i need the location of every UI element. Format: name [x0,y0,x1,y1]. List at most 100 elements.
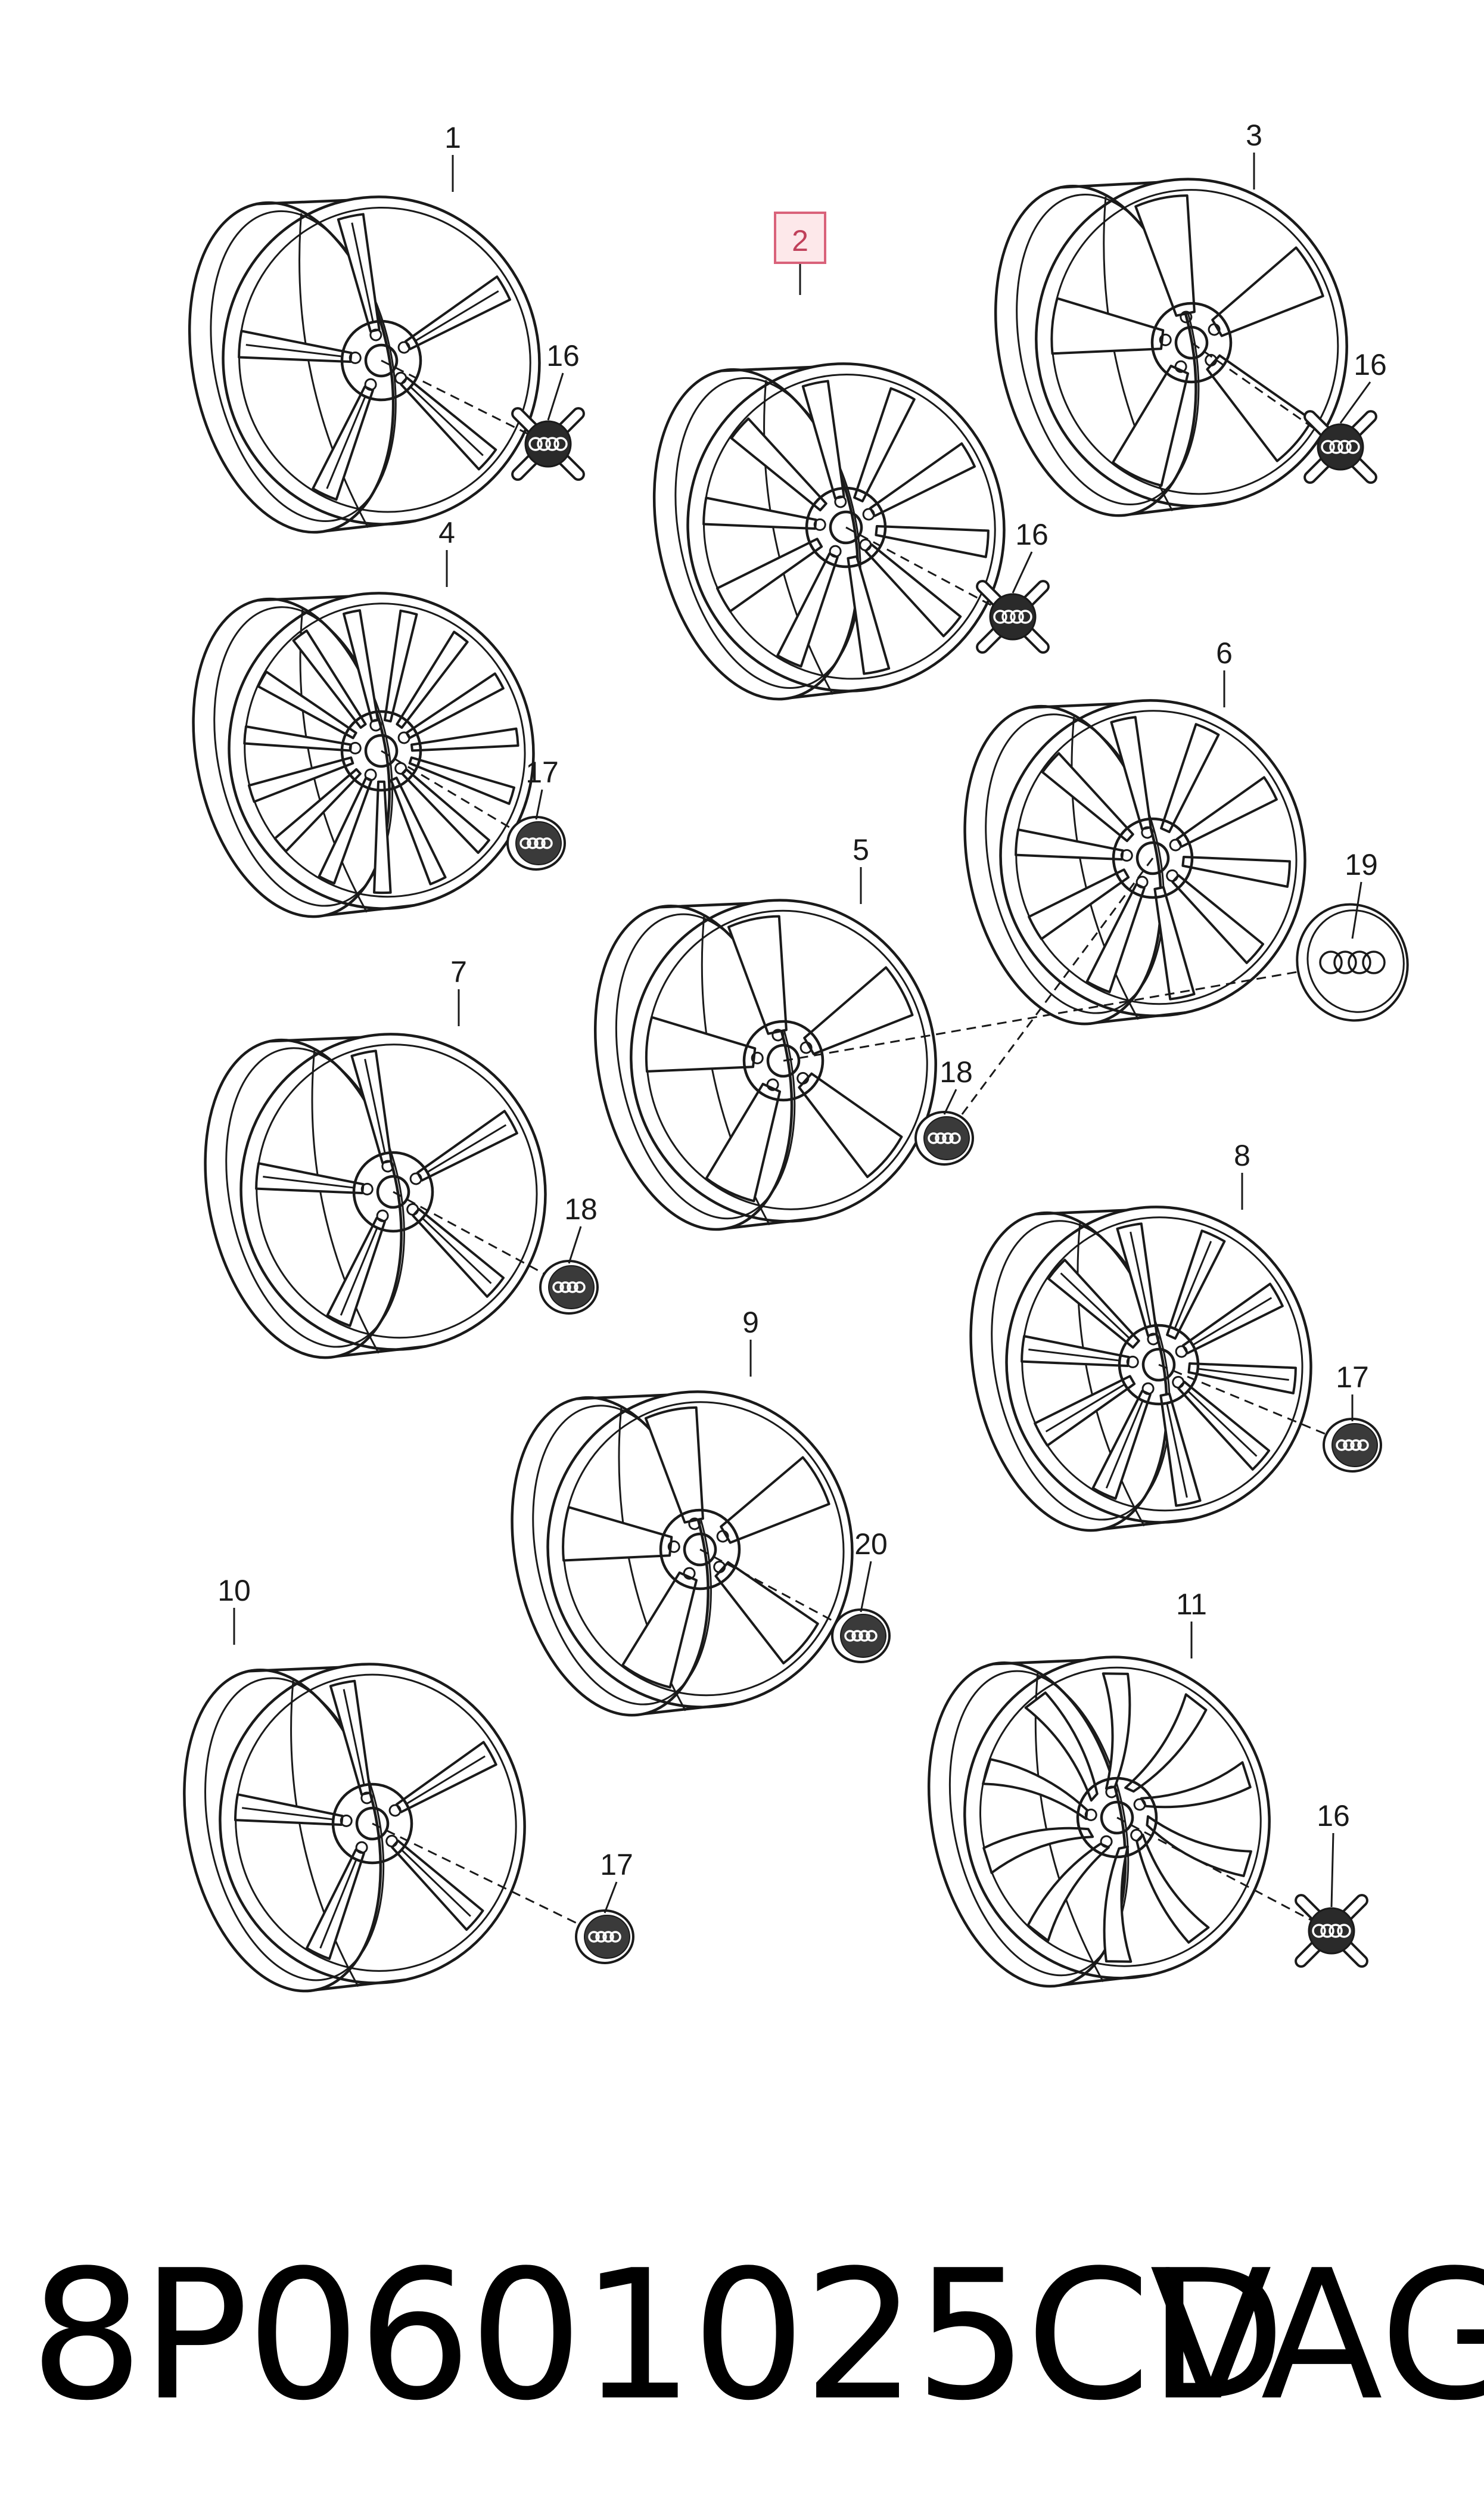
rim-face-inner [646,909,928,1210]
highlight-box [774,212,826,264]
wheel-spoke [730,417,827,512]
rim-face-outer [239,1033,547,1351]
wheel-hub [805,486,887,569]
rim-face-outer [999,699,1306,1017]
bolt-hole [829,545,842,558]
logo-ring [1337,1924,1351,1938]
logo-ring [1343,1439,1355,1451]
callout-number: 18 [939,1055,973,1089]
wheel-hub [742,1020,825,1102]
bolt-hole [394,371,407,384]
center-bore [829,510,863,545]
callout-label: 6 [1216,636,1233,707]
center-cap [1116,1816,1368,1968]
logo-ring [552,1281,564,1293]
center-bore [766,1043,801,1078]
logo-ring [559,1281,571,1293]
wheel-rim [994,178,1348,517]
wheel-spoke [1124,1693,1208,1793]
bolt-hole [1130,1828,1143,1841]
spoke-groove [364,1058,386,1153]
center-cap [381,359,585,481]
wheel-hub [352,1151,434,1233]
wheel-spoke [255,1162,365,1195]
cap-face [548,1265,595,1309]
callout-number: 17 [1336,1361,1369,1394]
spoke-groove [422,1218,492,1284]
callout-number: 6 [1216,636,1233,670]
callout-label: 20 [854,1527,888,1613]
rim-barrel-groove [299,609,368,913]
cap-body [989,593,1037,641]
callout-label: 16 [1012,518,1049,594]
center-bore [1174,325,1209,360]
center-cap [699,1548,891,1663]
center-bore [376,1175,410,1209]
wheel-spoke [853,387,916,503]
wheel-spoke [1134,194,1196,317]
spoke-groove [1174,1241,1212,1328]
bolt-hole [766,1078,779,1091]
leader-line [568,1226,582,1264]
callout-number: 1 [444,121,461,154]
callout-number: 20 [854,1527,888,1561]
logo-ring [1018,610,1032,624]
spoke-groove [319,1860,357,1949]
wheel-hub [1076,1776,1158,1859]
callout-number: 8 [1234,1139,1250,1172]
logo-ring [574,1281,586,1293]
wheel-rim [963,699,1306,1026]
logo-ring [1001,610,1016,624]
center-cap [372,1822,634,1964]
bolt-hole [1141,1382,1155,1395]
wheel-spoke [644,1406,704,1524]
rim-face-outer [630,899,937,1223]
wheel-spoke [1026,1842,1110,1942]
logo-ring [935,1132,947,1144]
wheel-spoke [645,1015,757,1073]
logo-ring [1350,1439,1362,1451]
rim-face-outer [1035,178,1348,508]
wheel-spoke [1135,1833,1210,1944]
logo-ring [545,437,559,451]
wheel-rim [192,592,535,918]
cap-body [1308,1907,1355,1955]
callout-number: 7 [450,955,467,989]
spoke-groove [340,1228,378,1316]
callout-label: 16 [1317,1799,1350,1908]
center-bore [683,1532,717,1567]
callout-label: 18 [564,1192,598,1264]
rim-face-outer [1005,1206,1312,1524]
wheel-spoke [343,609,379,723]
bolt-hole [1166,869,1179,882]
assembly-axis-line [372,1822,605,1938]
wheel-spoke [1181,855,1291,888]
callout-label: 8 [1234,1139,1250,1210]
leader-line [603,1881,618,1914]
bolt-hole [1208,323,1221,336]
bolt-hole [376,1209,389,1222]
rim-face-outer [219,1663,526,1984]
bolt-hole [667,1540,680,1553]
spoke-groove [343,1689,365,1785]
wheel-spoke [238,330,353,364]
wheel-spoke [847,555,891,675]
bolt-hole [771,1029,785,1042]
logo-ring [528,437,543,451]
wheel-spoke [390,776,447,886]
center-cap [393,1191,599,1315]
logo-ring [1346,440,1360,454]
wheel-spoke [1112,364,1190,487]
callout-label: 9 [742,1306,759,1377]
logo-ring [844,1630,856,1642]
wheel-spoke [705,1082,782,1203]
rim-back-lip [985,713,1165,1014]
logo-ring [942,1132,954,1144]
rim-back-edge [204,1038,403,1359]
wheel-spoke [326,1216,386,1327]
rim-back-edge [652,368,860,701]
rim-back-lip [213,606,393,907]
rim-back-lip [210,210,397,522]
bolt-hole [381,1160,394,1173]
